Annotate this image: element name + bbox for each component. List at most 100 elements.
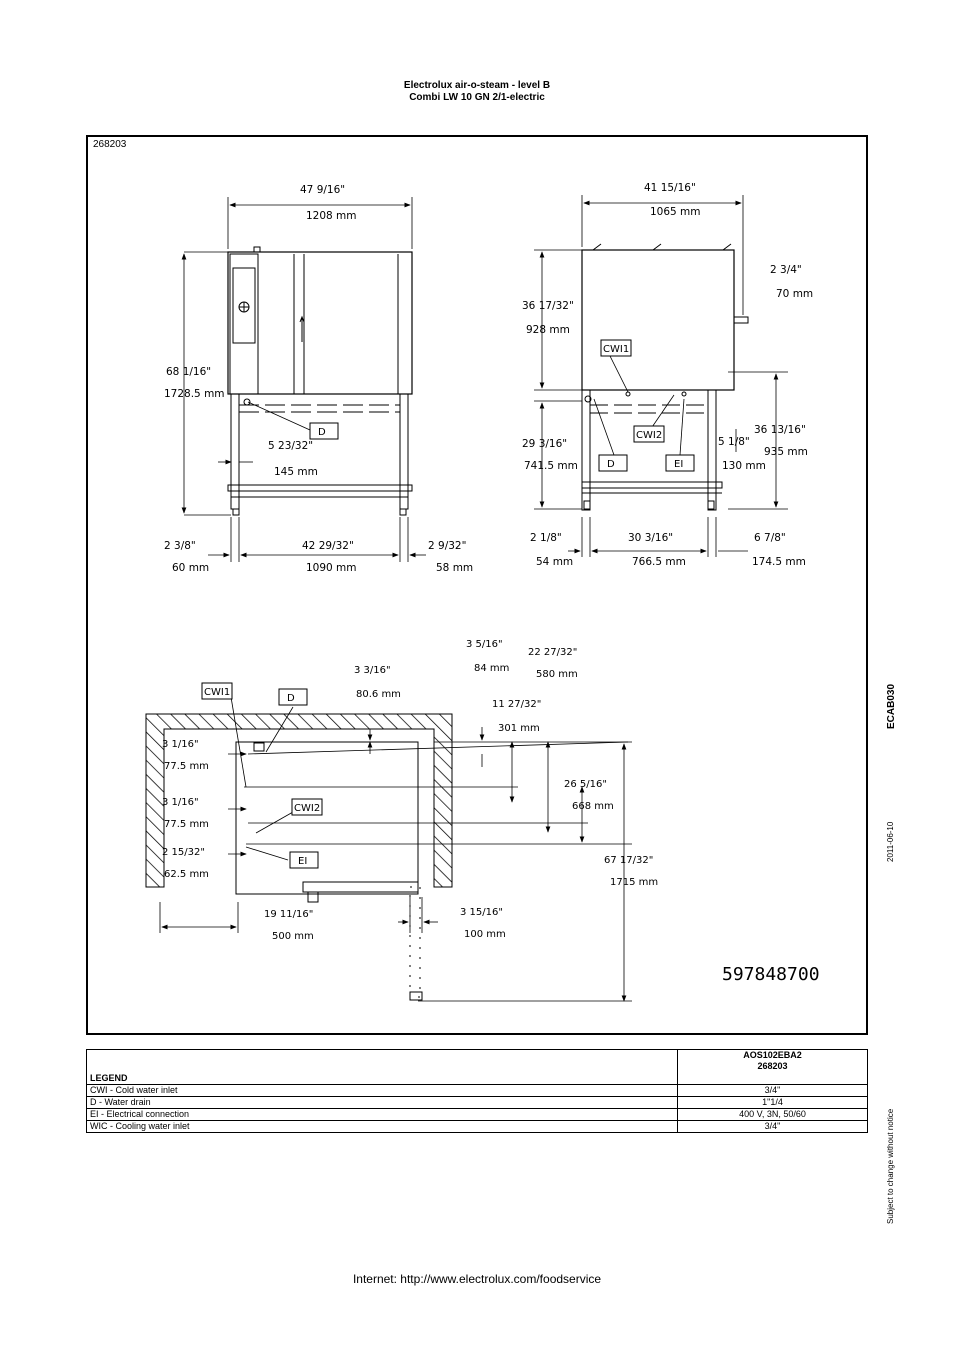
dim-plan-i-mm: 1715 mm xyxy=(610,877,658,888)
technical-drawing: 268203 xyxy=(86,135,868,1035)
dim-front-height-mm: 1728.5 mm xyxy=(164,388,225,400)
legend-row-value: 3/4" xyxy=(677,1084,868,1097)
callout-d-front: D xyxy=(309,422,339,440)
legend-row: CWI - Cold water inlet 3/4" xyxy=(86,1084,868,1097)
dim-plan-g-mm: 62.5 mm xyxy=(164,869,209,880)
document-header: Electrolux air-o-steam - level B Combi L… xyxy=(0,80,954,104)
dim-front-height-in: 68 1/16" xyxy=(166,366,211,378)
dim-side-lower-in: 29 3/16" xyxy=(522,438,567,450)
callout-ei-side: EI xyxy=(665,454,695,472)
dim-plan-h-mm: 668 mm xyxy=(572,801,614,812)
dim-side-left-mm: 54 mm xyxy=(536,556,573,568)
dim-plan-a-in: 3 5/16" xyxy=(466,639,503,650)
dim-side-mid-in: 30 3/16" xyxy=(628,532,673,544)
legend-row-value: 3/4" xyxy=(677,1120,868,1133)
dim-plan-e-mm: 77.5 mm xyxy=(164,761,209,772)
dim-side-ei-in: 5 1/8" xyxy=(718,436,750,448)
dim-plan-j-in: 19 11/16" xyxy=(264,909,313,920)
legend-header-row: LEGEND AOS102EBA2 268203 xyxy=(86,1049,868,1085)
dim-front-leg-mm: 145 mm xyxy=(274,466,318,478)
dim-side-upper-in: 36 17/32" xyxy=(522,300,574,312)
dim-plan-f-mm: 77.5 mm xyxy=(164,819,209,830)
dim-side-left-in: 2 1/8" xyxy=(530,532,562,544)
dim-plan-b-in: 22 27/32" xyxy=(528,647,577,658)
dim-side-handle-in: 2 3/4" xyxy=(770,264,802,276)
dim-plan-k-in: 3 15/16" xyxy=(460,907,503,918)
dim-front-left-mm: 60 mm xyxy=(172,562,209,574)
dim-plan-d-in: 11 27/32" xyxy=(492,699,541,710)
dim-plan-c-mm: 80.6 mm xyxy=(356,689,401,700)
dim-side-upper-mm: 928 mm xyxy=(526,324,570,336)
callout-cwi1-plan: CWI1 xyxy=(201,682,233,700)
dim-front-right-mm: 58 mm xyxy=(436,562,473,574)
dim-plan-b-mm: 580 mm xyxy=(536,669,578,680)
callout-d-side: D xyxy=(598,454,628,472)
dim-front-leg-in: 5 23/32" xyxy=(268,440,313,452)
legend-row-label: D - Water drain xyxy=(86,1096,678,1109)
drawing-number: 597848700 xyxy=(722,964,820,985)
svg-text:D: D xyxy=(318,427,326,438)
dim-front-width-in: 47 9/16" xyxy=(300,184,345,196)
legend-title: LEGEND xyxy=(86,1049,678,1085)
dim-front-mid-in: 42 29/32" xyxy=(302,540,354,552)
dim-plan-g-in: 2 15/32" xyxy=(162,847,205,858)
svg-text:CWI2: CWI2 xyxy=(636,430,662,441)
footer-url[interactable]: Internet: http://www.electrolux.com/food… xyxy=(352,1272,602,1286)
dim-plan-d-mm: 301 mm xyxy=(498,723,540,734)
dim-side-ei-mm: 130 mm xyxy=(722,460,766,472)
dim-plan-j-mm: 500 mm xyxy=(272,931,314,942)
dim-side-right-in: 36 13/16" xyxy=(754,424,806,436)
header-title: Electrolux air-o-steam - level B xyxy=(403,80,551,91)
plan-view xyxy=(145,713,453,1001)
svg-text:CWI1: CWI1 xyxy=(603,344,629,355)
dim-plan-a-mm: 84 mm xyxy=(474,663,509,674)
legend-model: AOS102EBA2 xyxy=(743,1050,802,1060)
dim-front-left-in: 2 3/8" xyxy=(164,540,196,552)
legend-table: LEGEND AOS102EBA2 268203 CWI - Cold wate… xyxy=(86,1049,868,1133)
dim-plan-h-in: 26 5/16" xyxy=(564,779,607,790)
legend-model-code: 268203 xyxy=(757,1061,788,1071)
legend-model-header: AOS102EBA2 268203 xyxy=(677,1049,868,1085)
dim-front-right-in: 2 9/32" xyxy=(428,540,466,552)
dim-side-rear-mm: 174.5 mm xyxy=(752,556,806,568)
legend-row: D - Water drain 1"1/4 xyxy=(86,1096,868,1109)
svg-text:D: D xyxy=(607,459,615,470)
callout-cwi2-side: CWI2 xyxy=(633,425,665,443)
legend-row-label: WIC - Cooling water inlet xyxy=(86,1120,678,1133)
callout-cwi1-side: CWI1 xyxy=(600,339,632,357)
callout-ei-plan: EI xyxy=(289,851,319,869)
legend-row-label: CWI - Cold water inlet xyxy=(86,1084,678,1097)
svg-text:CWI2: CWI2 xyxy=(294,803,320,814)
side-notice-label: Subject to change without notice xyxy=(886,1108,895,1224)
callout-d-plan: D xyxy=(278,688,308,706)
front-view xyxy=(227,246,413,516)
dim-side-right-mm: 935 mm xyxy=(764,446,808,458)
side-view xyxy=(581,243,749,511)
dim-front-width-mm: 1208 mm xyxy=(306,210,357,222)
dim-side-width-mm: 1065 mm xyxy=(650,206,701,218)
svg-text:EI: EI xyxy=(298,856,307,867)
dim-plan-c-in: 3 3/16" xyxy=(354,665,391,676)
dim-side-width-in: 41 15/16" xyxy=(644,182,696,194)
dim-plan-i-in: 67 17/32" xyxy=(604,855,653,866)
dim-side-lower-mm: 741.5 mm xyxy=(524,460,578,472)
dim-side-mid-mm: 766.5 mm xyxy=(632,556,686,568)
svg-text:CWI1: CWI1 xyxy=(204,687,230,698)
dim-front-mid-mm: 1090 mm xyxy=(306,562,357,574)
side-code-label: ECAB030 xyxy=(886,683,897,729)
dim-plan-e-in: 3 1/16" xyxy=(162,739,199,750)
dim-plan-k-mm: 100 mm xyxy=(464,929,506,940)
svg-text:EI: EI xyxy=(674,459,683,470)
dim-side-handle-mm: 70 mm xyxy=(776,288,813,300)
header-subtitle: Combi LW 10 GN 2/1-electric xyxy=(409,92,545,103)
drawing-canvas: 47 9/16" 1208 mm 68 1/16" 1728.5 mm 5 23… xyxy=(145,182,820,1002)
callout-cwi2-plan: CWI2 xyxy=(291,798,323,816)
dim-side-rear-in: 6 7/8" xyxy=(754,532,786,544)
drawing-doc-id: 268203 xyxy=(93,139,127,150)
legend-row-value: 1"1/4 xyxy=(677,1096,868,1109)
svg-text:D: D xyxy=(287,693,295,704)
legend-row-value: 400 V, 3N, 50/60 xyxy=(677,1108,868,1121)
legend-row: EI - Electrical connection 400 V, 3N, 50… xyxy=(86,1108,868,1121)
side-date-label: 2011-06-10 xyxy=(886,821,895,862)
legend-row: WIC - Cooling water inlet 3/4" xyxy=(86,1120,868,1133)
